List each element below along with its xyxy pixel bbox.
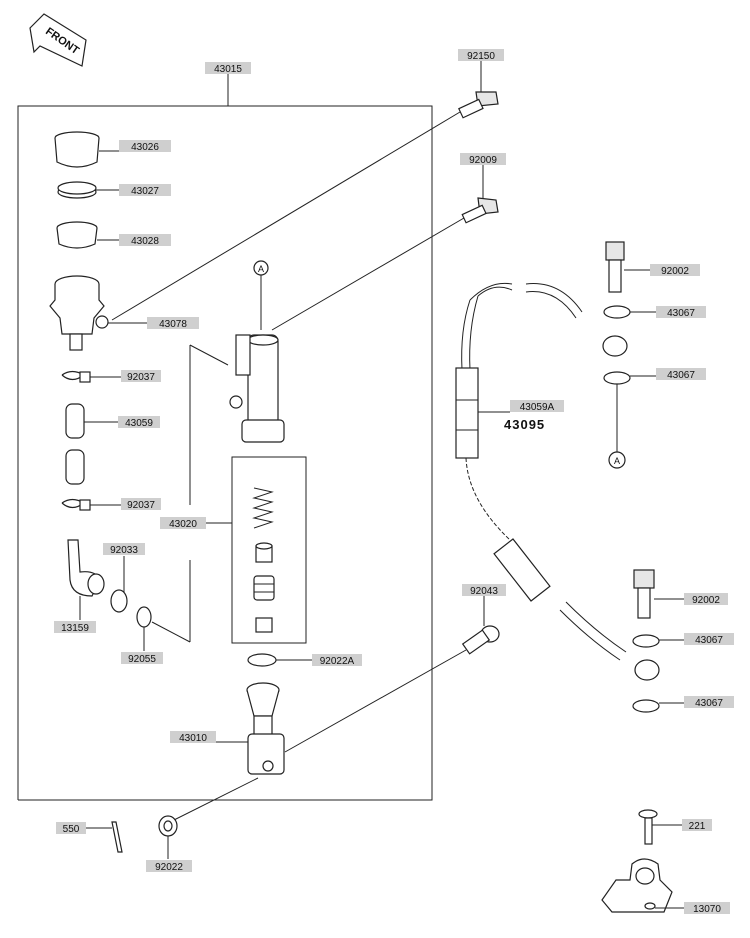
pin-92043: 92043 bbox=[461, 584, 506, 655]
elbow-13159: 13159 bbox=[54, 539, 105, 634]
circlip-92033: 92033 bbox=[103, 543, 145, 613]
washer-43067-c: 43067 bbox=[632, 633, 734, 648]
ref-marker-a-upper: A bbox=[258, 264, 264, 274]
brake-hose-43095: 43059A 43095 bbox=[455, 282, 660, 681]
label-43010: 43010 bbox=[179, 733, 207, 744]
label-92037-upper: 92037 bbox=[127, 372, 155, 383]
guide-13070: 13070 bbox=[601, 858, 730, 915]
washer-92022: 92022 bbox=[146, 815, 192, 873]
label-92022: 92022 bbox=[155, 862, 183, 873]
label-550: 550 bbox=[63, 824, 80, 835]
oring-92055: 92055 bbox=[121, 606, 191, 665]
label-13159: 13159 bbox=[61, 623, 89, 634]
label-13070: 13070 bbox=[693, 904, 721, 915]
label-43020: 43020 bbox=[169, 519, 197, 530]
bolt-92009: 92009 bbox=[271, 153, 506, 331]
clip-92037-upper: 92037 bbox=[61, 370, 161, 383]
label-92002-upper: 92002 bbox=[661, 266, 689, 277]
label-92009: 92009 bbox=[469, 155, 497, 166]
label-92150: 92150 bbox=[467, 51, 495, 62]
label-43027: 43027 bbox=[131, 186, 159, 197]
label-221: 221 bbox=[689, 821, 706, 832]
washer-43067-a: 43067 bbox=[603, 305, 706, 319]
label-43026: 43026 bbox=[131, 142, 159, 153]
label-43067-b: 43067 bbox=[667, 370, 695, 381]
washer-43067-d: 43067 bbox=[632, 696, 734, 713]
clip-92037-lower: 92037 bbox=[61, 498, 161, 511]
cap-43026: 43026 bbox=[54, 131, 171, 168]
label-92055: 92055 bbox=[128, 654, 156, 665]
label-43095: 43095 bbox=[504, 417, 545, 432]
circlip-92022A: 92022A bbox=[247, 653, 362, 667]
master-cylinder-body: A bbox=[229, 260, 285, 443]
label-43067-c: 43067 bbox=[695, 635, 723, 646]
washer-43067-b: 43067 A bbox=[603, 368, 706, 469]
label-92022A: 92022A bbox=[320, 656, 355, 667]
label-43059: 43059 bbox=[125, 418, 153, 429]
ref-marker-a-lower: A bbox=[614, 456, 620, 466]
label-43028: 43028 bbox=[131, 236, 159, 247]
plate-43027: 43027 bbox=[57, 181, 171, 199]
label-43067-d: 43067 bbox=[695, 698, 723, 709]
label-92037-lower: 92037 bbox=[127, 500, 155, 511]
banjo-bolt-92002-upper: 92002 bbox=[605, 241, 700, 293]
label-92033: 92033 bbox=[110, 545, 138, 556]
push-rod-43010: 43010 bbox=[169, 649, 467, 823]
kit-bracket-43020: 43020 bbox=[160, 344, 307, 644]
label-92043: 92043 bbox=[470, 586, 498, 597]
diaphragm-43028: 43028 bbox=[56, 221, 171, 249]
front-arrow-icon: FRONT bbox=[29, 13, 87, 67]
bolt-92150: 92150 bbox=[111, 49, 504, 321]
screw-221: 221 bbox=[638, 809, 712, 845]
label-43078: 43078 bbox=[159, 319, 187, 330]
assembly-frame: 43015 bbox=[17, 62, 433, 801]
label-43067-a: 43067 bbox=[667, 308, 695, 319]
reservoir-43078: 43078 bbox=[49, 275, 199, 351]
cotter-pin-550: 550 bbox=[56, 821, 123, 853]
banjo-bolt-92002-lower: 92002 bbox=[633, 569, 728, 619]
hose-43059: 43059 bbox=[65, 403, 160, 485]
label-92002-lower: 92002 bbox=[692, 595, 720, 606]
label-43059A: 43059A bbox=[520, 402, 555, 413]
label-43015: 43015 bbox=[214, 64, 242, 75]
